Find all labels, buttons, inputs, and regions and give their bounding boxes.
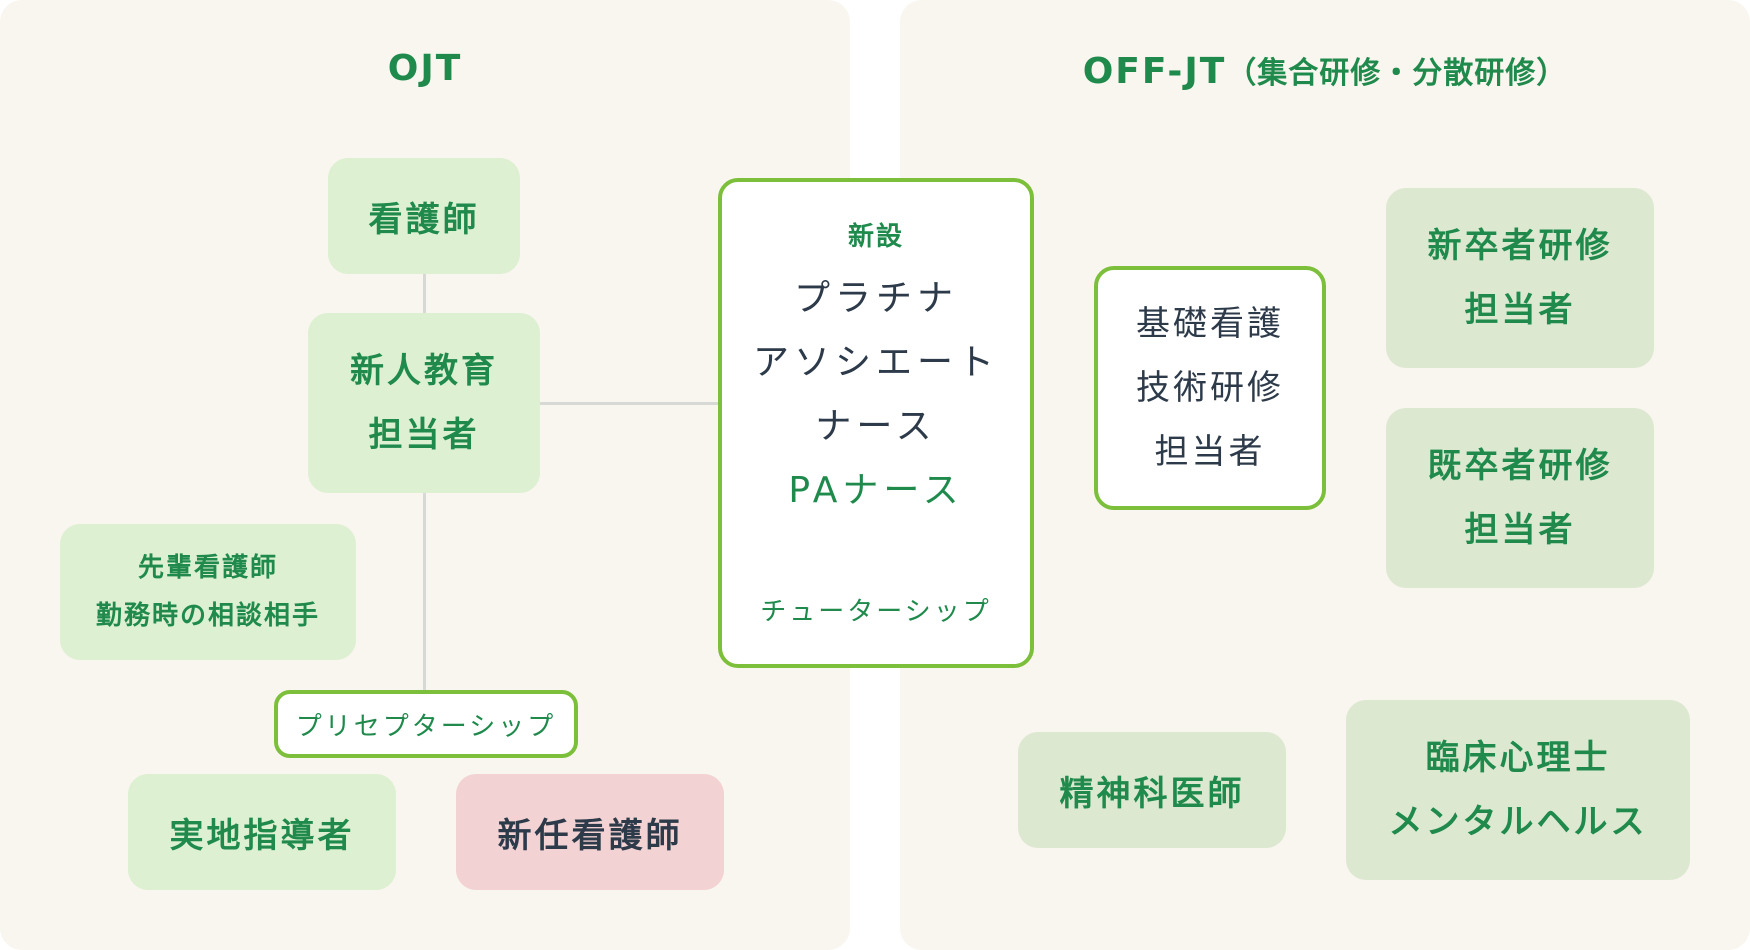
clinical-psychologist-node: 臨床心理士 メンタルヘルス [1346, 700, 1690, 880]
platinum-title: プラチナ アソシエート ナース [753, 267, 999, 459]
preceptorship-node: プリセプターシップ [274, 690, 578, 758]
new-grad-label-1: 新卒者研修 [1427, 226, 1613, 266]
senior-label-2: 勤務時の相談相手 [95, 601, 320, 631]
new-nurse-node: 新任看護師 [456, 774, 724, 890]
connector-nurse-trainer [423, 274, 426, 313]
senior-label-1: 先輩看護師 [137, 553, 278, 583]
platinum-line-1: プラチナ [793, 278, 958, 319]
new-graduate-training-node: 新卒者研修 担当者 [1386, 188, 1654, 368]
nurse-label: 看護師 [368, 199, 480, 240]
platinum-associate-node: 新設 プラチナ アソシエート ナース PAナース チューターシップ [718, 178, 1034, 668]
nurse-node: 看護師 [328, 158, 520, 274]
basic-label-3: 担当者 [1154, 432, 1266, 472]
offjt-title: OFF-JT（集合研修・分散研修） [900, 48, 1750, 92]
basic-label-1: 基礎看護 [1136, 304, 1284, 344]
ojt-title: OJT [387, 48, 463, 89]
onsite-instructor-node: 実地指導者 [128, 774, 396, 890]
trainer-node: 新人教育 担当者 [308, 313, 540, 493]
onsite-instructor-label: 実地指導者 [169, 815, 355, 856]
trainer-label-2: 担当者 [368, 415, 480, 455]
new-nurse-label: 新任看護師 [497, 815, 683, 856]
psychiatrist-label: 精神科医師 [1059, 773, 1245, 814]
tutorship-label: チューターシップ [760, 597, 992, 627]
connector-trainer-platinum [540, 402, 718, 405]
psychologist-label-2: メンタルヘルス [1388, 802, 1648, 842]
platinum-line-2: アソシエート [752, 342, 999, 383]
platinum-line-3: ナース [815, 406, 937, 447]
preceptorship-label: プリセプターシップ [295, 711, 557, 742]
new-badge: 新設 [847, 222, 904, 252]
trainer-label-1: 新人教育 [350, 351, 498, 391]
experienced-training-node: 既卒者研修 担当者 [1386, 408, 1654, 588]
pa-nurse-label: PAナース [788, 470, 964, 511]
connector-trainer-preceptor [423, 493, 426, 690]
psychiatrist-node: 精神科医師 [1018, 732, 1286, 848]
basic-nursing-skills-node: 基礎看護 技術研修 担当者 [1094, 266, 1326, 510]
basic-label-2: 技術研修 [1136, 368, 1284, 408]
psychologist-label-1: 臨床心理士 [1425, 738, 1611, 778]
offjt-title-sub: （集合研修・分散研修） [1226, 56, 1568, 91]
offjt-title-main: OFF-JT [1082, 51, 1227, 92]
new-grad-label-2: 担当者 [1464, 290, 1576, 330]
experienced-label-1: 既卒者研修 [1427, 446, 1613, 486]
experienced-label-2: 担当者 [1464, 510, 1576, 550]
senior-nurse-node: 先輩看護師 勤務時の相談相手 [60, 524, 356, 660]
